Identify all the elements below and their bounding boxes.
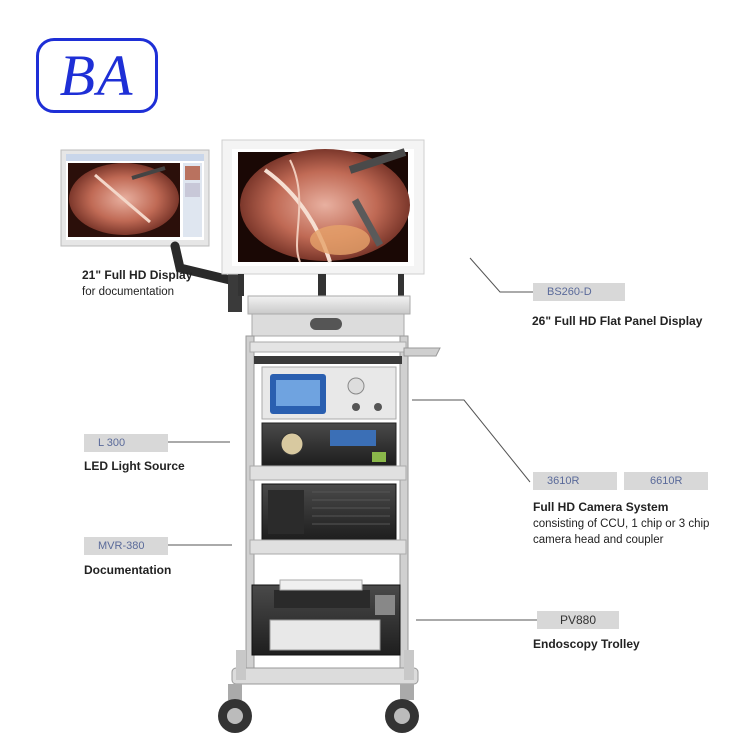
printer — [251, 579, 401, 656]
documentation-recorder — [261, 483, 397, 541]
light-source-unit — [261, 422, 397, 466]
display-21-desc: for documentation — [82, 286, 175, 298]
camera-control-unit — [261, 366, 397, 420]
brand-logo: BA — [36, 38, 158, 113]
light-source-title: LED Light Source — [84, 459, 185, 473]
trolley-model-tag: PV880 — [537, 611, 619, 629]
display-26-title: 26" Full HD Flat Panel Display — [532, 314, 703, 328]
leader-lines — [168, 257, 546, 621]
trolley-title: Endoscopy Trolley — [533, 637, 640, 651]
documentation-model-tag: MVR-380 — [84, 537, 168, 555]
documentation-title: Documentation — [84, 563, 172, 577]
monitor-21-inch — [60, 149, 210, 247]
logo-text: BA — [59, 42, 135, 108]
camera-system-title: Full HD Camera System — [533, 500, 669, 514]
monitor-26-inch — [221, 139, 425, 275]
display-26-model-tag: BS260-D — [533, 283, 625, 301]
trolley-base — [218, 650, 419, 733]
camera-model-tag-1: 3610R — [533, 472, 617, 490]
camera-model-tag-2: 6610R — [624, 472, 708, 490]
display-21-title: 21" Full HD Display — [82, 268, 193, 282]
light-source-model-tag: L 300 — [84, 434, 168, 452]
camera-system-desc-1: consisting of CCU, 1 chip or 3 chip — [533, 518, 710, 530]
trolley-frame — [245, 295, 441, 677]
camera-system-desc-2: camera head and coupler — [533, 534, 664, 546]
